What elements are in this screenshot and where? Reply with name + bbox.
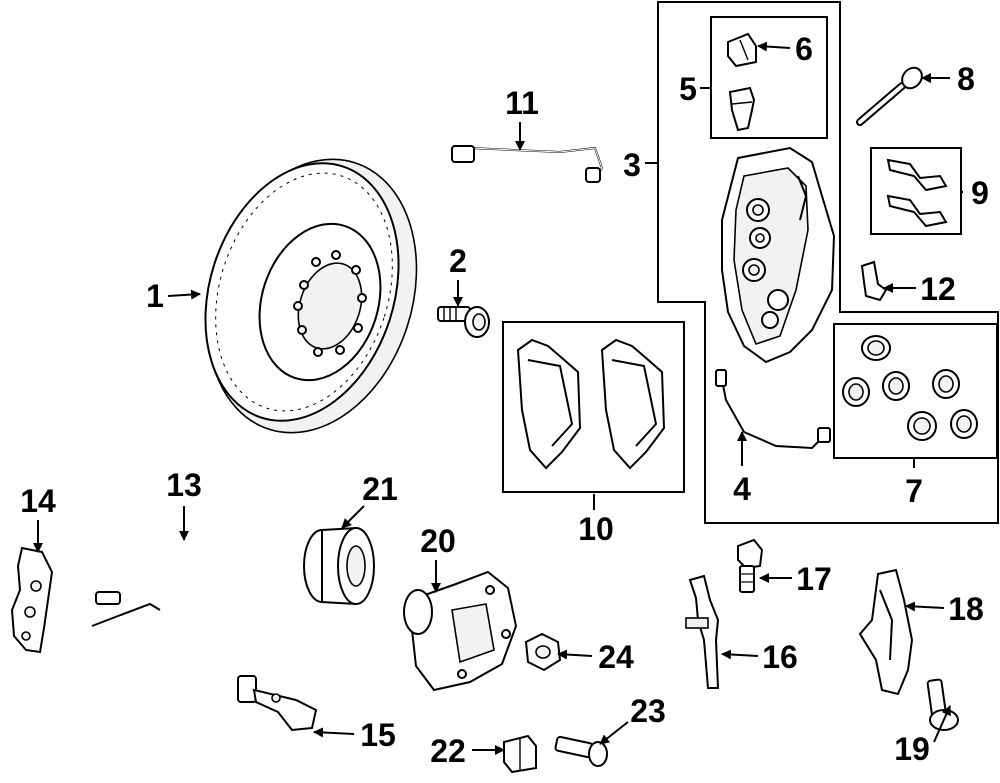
brake-hose (685, 574, 720, 689)
caliper-bolt (437, 306, 490, 338)
callout-5: 5 (679, 71, 697, 107)
callout-23: 23 (630, 693, 666, 729)
pad-set-box (502, 321, 685, 493)
callout-3: 3 (623, 147, 641, 183)
callout-8: 8 (957, 61, 975, 97)
callout-2: 2 (449, 243, 467, 279)
anti-rattle-springs (886, 158, 948, 228)
callout-24: 24 (598, 639, 634, 675)
pad-wear-sensor-lower (715, 369, 831, 450)
callout-11: 11 (505, 85, 539, 121)
guide-bolt (856, 66, 923, 126)
brake-rotor (204, 158, 418, 434)
callout-18: 18 (948, 591, 984, 627)
hose-bolt (737, 538, 764, 593)
spring-group-box (870, 147, 962, 235)
bleeder-cap (727, 32, 757, 68)
bushing (503, 734, 537, 774)
sensor-harness-bracket (252, 688, 318, 732)
caliper-clip (860, 260, 888, 302)
caliper-group-outline (657, 1, 999, 524)
pad-wear-sensor-upper (451, 145, 604, 183)
callout-21: 21 (362, 471, 398, 507)
callout-4: 4 (733, 471, 751, 507)
abs-sensor-bracket (10, 546, 54, 654)
callout-9: 9 (971, 175, 989, 211)
brake-deflector (858, 568, 914, 696)
seal-kit-box (833, 323, 998, 459)
axle-nut (524, 632, 562, 672)
brake-pads (516, 338, 666, 470)
callout-10: 10 (578, 511, 614, 547)
callout-14: 14 (20, 483, 56, 519)
callout-6: 6 (795, 31, 813, 67)
callout-15: 15 (360, 717, 396, 753)
abs-wheel-speed-sensor (90, 538, 257, 703)
callout-19: 19 (894, 731, 930, 767)
callout-16: 16 (762, 639, 798, 675)
callout-7: 7 (905, 473, 923, 509)
callout-13: 13 (166, 467, 202, 503)
caliper-seal-kit (842, 335, 978, 441)
callout-22: 22 (430, 733, 466, 769)
wheel-bearing (303, 526, 375, 606)
callout-1: 1 (146, 278, 164, 314)
wheel-hub (403, 570, 518, 692)
leader-lines (33, 41, 963, 755)
callout-17: 17 (796, 561, 832, 597)
callout-20: 20 (420, 523, 456, 559)
bleeder-group-box (710, 16, 828, 139)
callout-labels: 1 2 3 4 5 6 7 8 9 10 11 12 13 14 15 16 1… (20, 31, 989, 769)
hub-bolt (554, 735, 608, 767)
bleeder-screw (728, 86, 756, 132)
brake-caliper (721, 146, 836, 364)
callout-12: 12 (920, 271, 956, 307)
